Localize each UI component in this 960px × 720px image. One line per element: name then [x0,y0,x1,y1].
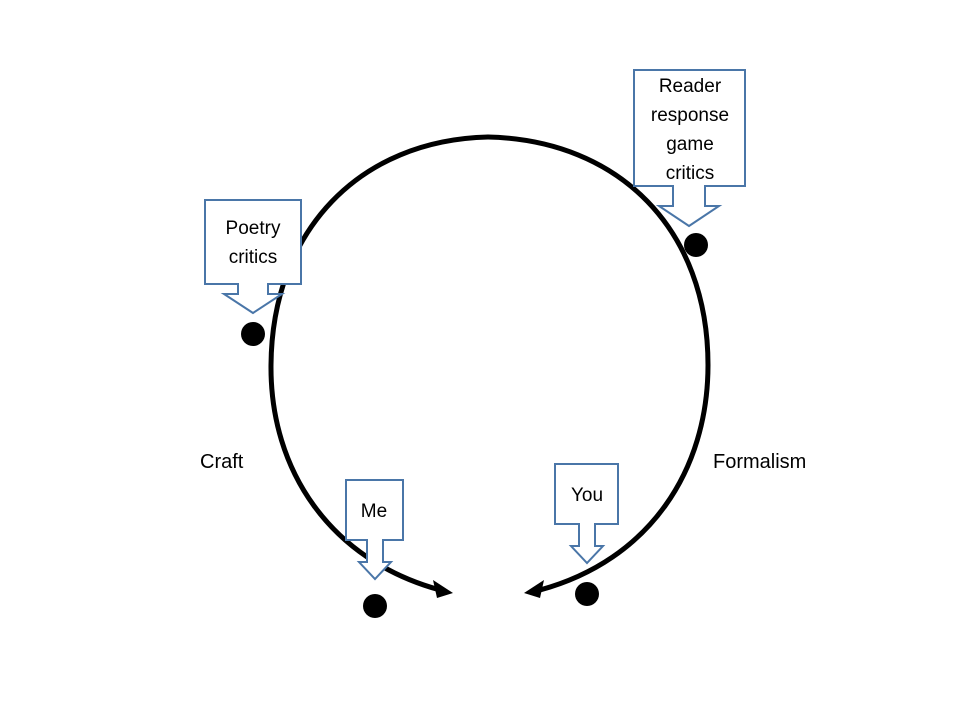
me-marker-dot-icon [363,594,387,618]
callout-reader-response-line-4: critics [666,163,715,184]
right-arrowhead-icon [524,580,544,598]
poetry-marker-dot-icon [241,322,265,346]
you-marker-dot-icon [575,582,599,606]
label-formalism: Formalism [713,451,806,473]
callout-me: Me [345,479,404,581]
left-arrowhead-icon [433,580,453,598]
right-cycle-arc [485,134,711,593]
callout-you: You [554,463,619,565]
left-cycle-arc [268,134,491,593]
callout-poetry-critics: Poetry critics [204,199,302,315]
callout-reader-response: Reader response game critics [633,69,746,228]
reader-response-marker-dot-icon [684,233,708,257]
callout-me-shape [345,479,404,581]
callout-poetry-critics-line-1: Poetry [226,218,281,239]
callout-reader-response-line-1: Reader [659,76,722,97]
callout-reader-response-line-2: response [651,105,729,126]
callout-reader-response-line-3: game [666,134,714,155]
callout-reader-response-shape [633,69,746,228]
callout-you-line-1: You [571,485,603,506]
callout-you-shape [554,463,619,565]
callout-me-line-1: Me [361,501,387,522]
label-craft: Craft [200,451,244,473]
callout-poetry-critics-shape [204,199,302,315]
callout-poetry-critics-line-2: critics [229,247,278,268]
